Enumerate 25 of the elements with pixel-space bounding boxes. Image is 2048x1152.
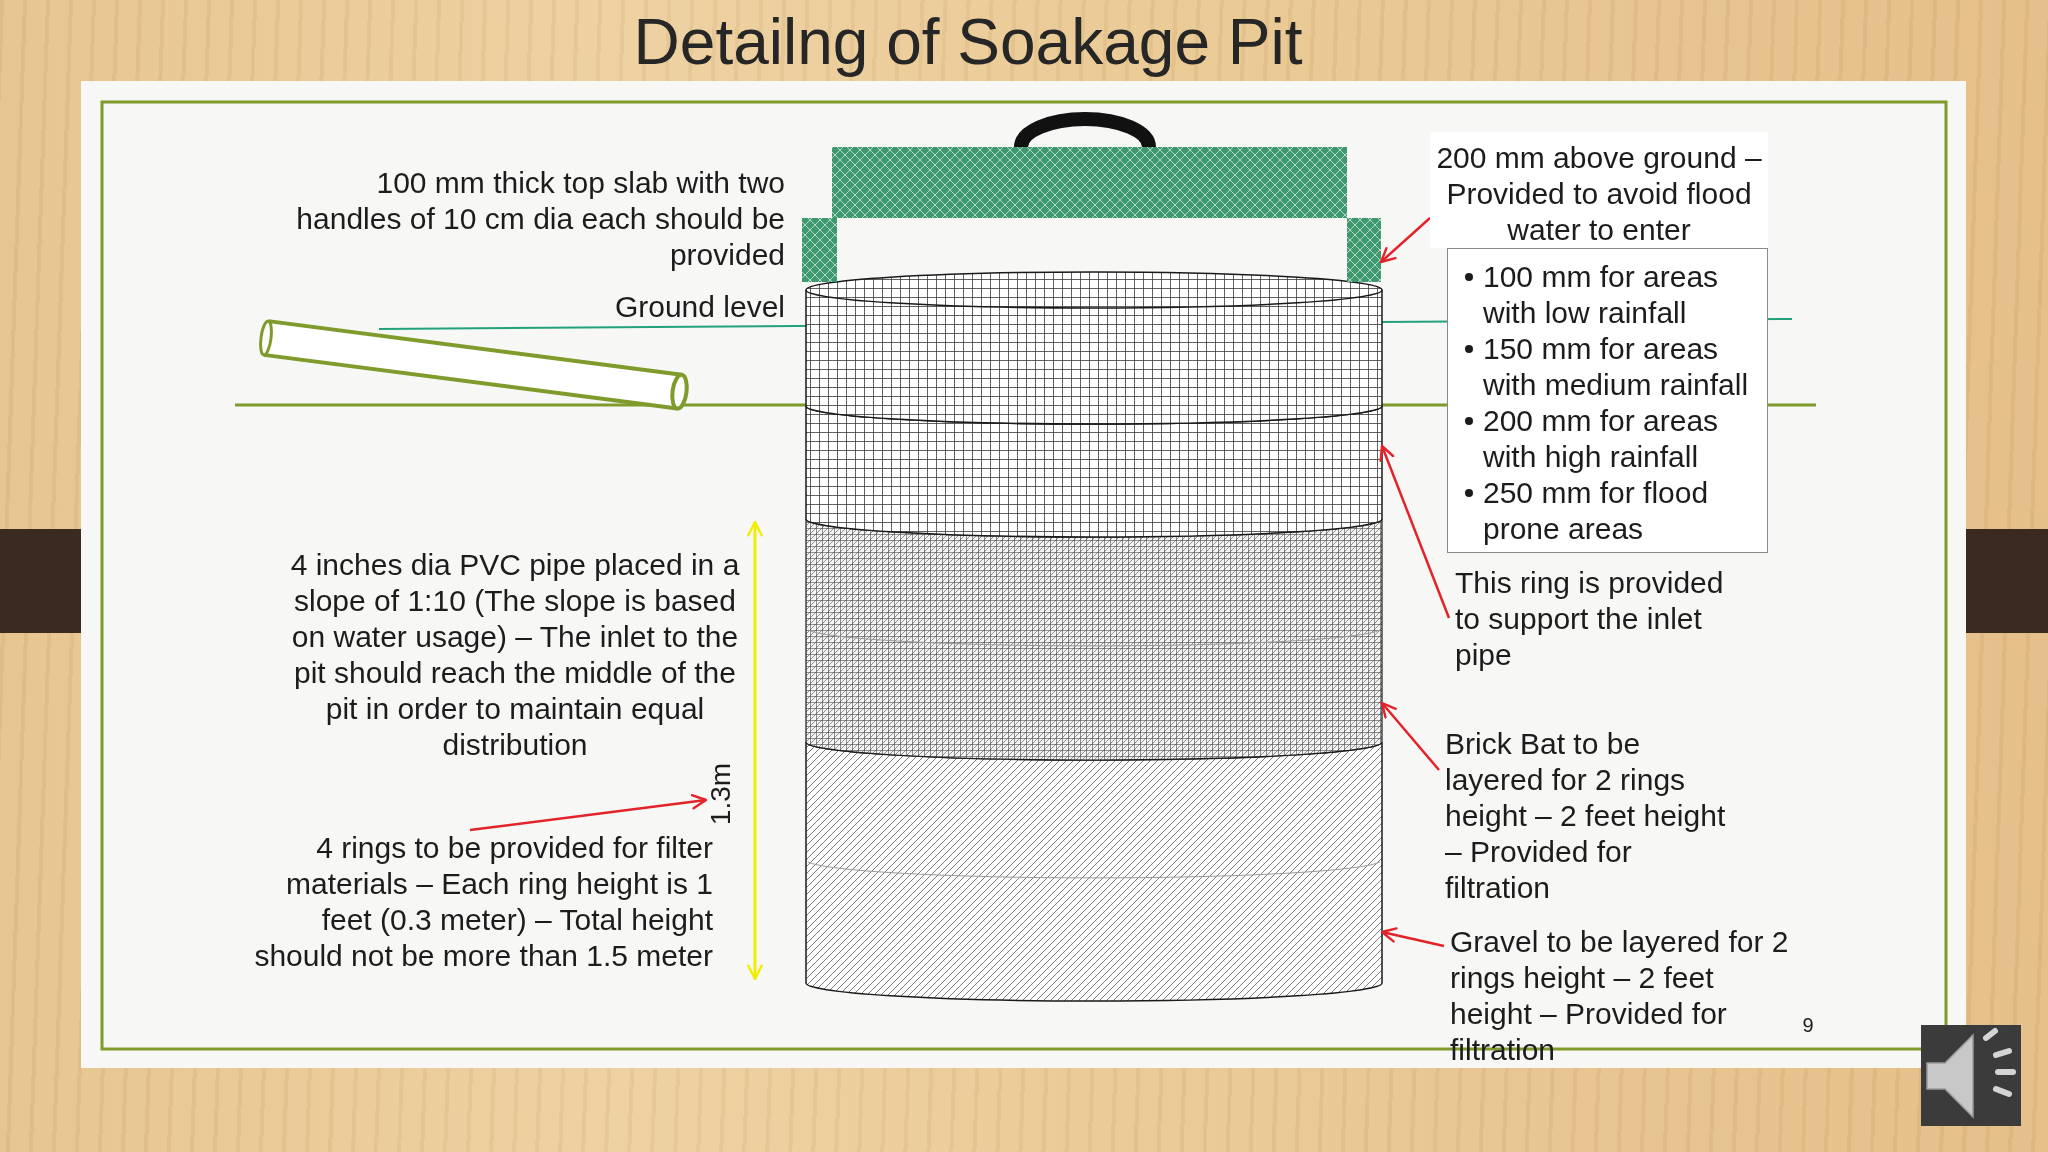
- leader-arrow: [1380, 701, 1440, 771]
- brick-bat-layer: [805, 518, 1383, 761]
- callout-text: 4 rings to be provided for filter materials – Each ring height is 1 feet (0.3 meter) – Total height should not be more than 1.5 meter: [243, 830, 713, 974]
- concrete-ring: [805, 405, 1383, 538]
- list-item-text: 100 mm for areas with low rainfall: [1483, 259, 1720, 331]
- note-box: [1447, 248, 1768, 553]
- list-item-text: 200 mm for areas with high rainfall: [1483, 403, 1720, 475]
- concrete-ring: [805, 271, 1383, 425]
- annotation-text: 100 mm thick top slab with two handles of 10 cm dia each should be provided: [295, 165, 785, 273]
- leader-arrow: [1379, 444, 1451, 619]
- leader-arrow: [469, 793, 708, 832]
- annotation-text: 4 inches dia PVC pipe placed in a slope of 1:10 (The slope is based on water usage) – The inlet to the pit should reach the middle of the pit in order to maintain equal distribution: [289, 547, 741, 763]
- gravel-layer: [805, 741, 1383, 1002]
- page-number: 9: [1801, 1013, 1815, 1037]
- top-slab: [802, 147, 1381, 282]
- leader-arrow: [1379, 217, 1431, 264]
- callout-text: This ring is provided to support the inlet pipe: [1449, 565, 1745, 673]
- callout-text: Brick Bat to be layered for 2 rings height – 2 feet height – Provided for filtration: [1439, 726, 1740, 906]
- list-item-text: 150 mm for areas with medium rainfall: [1483, 331, 1750, 403]
- ground-level-label: Ground level: [613, 289, 785, 325]
- leader-arrow: [1380, 927, 1445, 948]
- list-item-text: 250 mm for flood prone areas: [1483, 475, 1710, 547]
- dimension-label: 1.3m: [706, 762, 736, 826]
- slide-title: Detailng of Soakage Pit: [632, 6, 1304, 78]
- callout-text: 200 mm above ground – Provided to avoid flood water to enter: [1430, 132, 1768, 248]
